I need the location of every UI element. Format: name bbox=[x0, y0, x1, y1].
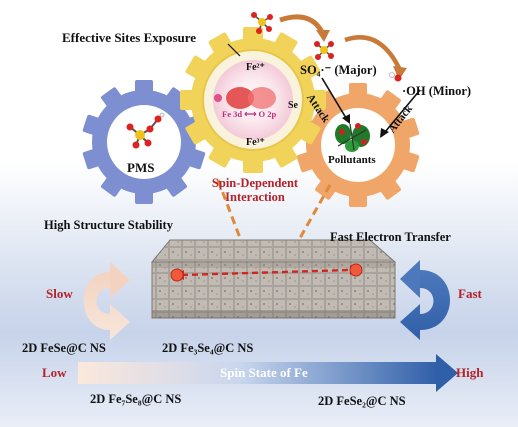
se-label: Se bbox=[288, 100, 298, 111]
interaction-label-text: Spin-Dependent Interaction bbox=[211, 176, 299, 204]
material-fese: 2D FeSe@C NS bbox=[22, 341, 106, 355]
stability-label: High Structure Stability bbox=[44, 218, 173, 232]
spin-high-label: High bbox=[456, 365, 484, 380]
nanosheet-cube bbox=[150, 239, 397, 319]
dashed-link-right bbox=[298, 184, 332, 239]
spin-axis-label: Spin State of Fe bbox=[220, 365, 308, 380]
electron-right-icon bbox=[349, 263, 363, 277]
attack-arrow-2-head bbox=[380, 128, 389, 138]
oh-arrow bbox=[344, 35, 403, 71]
orbital-label: Fe 3d ⟷ O 2p bbox=[222, 109, 277, 119]
fe2-label: Fe²⁺ bbox=[246, 62, 265, 73]
pms-molecule-icon bbox=[126, 112, 165, 149]
pollutant-molecule-icon bbox=[335, 123, 370, 152]
attack-arrow-2 bbox=[384, 89, 421, 133]
orbital-overlap-icon bbox=[214, 87, 276, 109]
material-fe3se4: 2D Fe₃Se₄@C NS bbox=[162, 341, 254, 355]
transfer-label: Fast Electron Transfer bbox=[330, 230, 451, 244]
spin-low-label: Low bbox=[42, 365, 67, 380]
oh-label: ·OH (Minor) bbox=[402, 84, 472, 98]
top-pms-molecule-icon bbox=[251, 12, 273, 34]
spin-state-arrow bbox=[78, 354, 458, 392]
hydroxyl-radical-icon bbox=[389, 72, 402, 82]
effective-sites-leader bbox=[227, 43, 241, 57]
activation-arrow bbox=[279, 14, 325, 34]
attack-arrow-1 bbox=[321, 77, 347, 119]
fast-label: Fast bbox=[458, 286, 482, 301]
so4-label: SO₄·⁻ (Major) bbox=[300, 63, 377, 77]
oh-arrow-head bbox=[393, 66, 407, 80]
material-fe7se8: 2D Fe₇Se₈@C NS bbox=[90, 392, 182, 406]
interaction-label: Spin-Dependent Interaction bbox=[208, 176, 302, 204]
pms-label: PMS bbox=[127, 160, 155, 175]
dashed-link-left bbox=[216, 179, 242, 239]
pollutants-label: Pollutants bbox=[328, 154, 376, 166]
material-fese2: 2D FeSe₂@C NS bbox=[318, 394, 406, 408]
slow-label: Slow bbox=[46, 286, 73, 301]
fast-arrow bbox=[400, 270, 450, 340]
activation-arrow-head bbox=[316, 30, 330, 42]
electron-left-icon bbox=[170, 268, 184, 282]
attack-arrow-1-head bbox=[342, 114, 350, 124]
effective-sites-label: Effective Sites Exposure bbox=[62, 30, 197, 45]
electron-transfer-arrow bbox=[181, 268, 351, 277]
slow-arrow bbox=[83, 272, 130, 340]
slow-arrow-head bbox=[110, 262, 130, 298]
sulfate-radical-icon bbox=[314, 41, 334, 60]
fast-arrow-head bbox=[400, 260, 420, 298]
fe3-label: Fe³⁺ bbox=[246, 137, 265, 148]
